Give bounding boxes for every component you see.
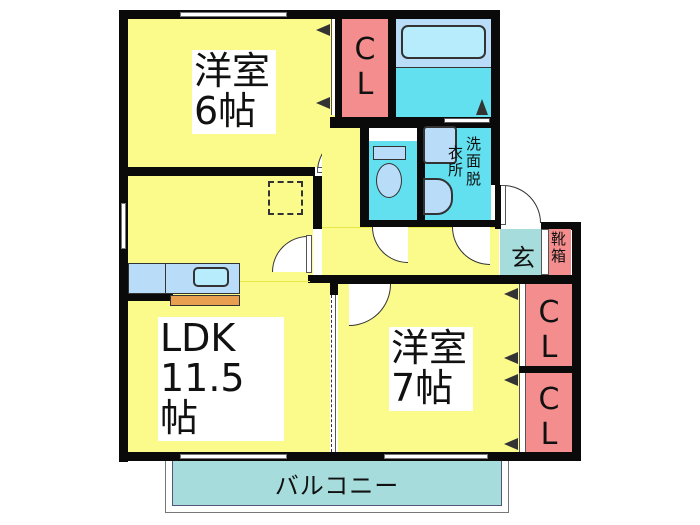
outer-wall-right-top [491, 10, 500, 185]
ldk-label: LDK 11.5帖 [158, 317, 284, 441]
hall-inner-wall [360, 128, 369, 226]
kitchen-counter-divider [165, 263, 166, 294]
door-ldk-leaf [306, 235, 312, 273]
shoe-box: 靴 箱 [549, 229, 571, 275]
window-room6 [180, 12, 287, 17]
toilet-right-wall [417, 128, 425, 226]
closet-arrow-icon [504, 438, 518, 450]
room7-size: 7帖 [391, 365, 454, 410]
hall-divider-line [322, 227, 499, 228]
wall-room7-top [336, 275, 572, 284]
sink-icon [193, 267, 229, 287]
balcony-label: バルコニー [274, 471, 400, 500]
ldk-hall-wall [308, 275, 353, 283]
room6-label: 洋室 6帖 [192, 50, 276, 134]
sliding-partition[interactable] [331, 295, 336, 452]
closet-arrow-icon [316, 24, 330, 36]
balcony: バルコニー [172, 461, 502, 506]
washing-machine-icon [423, 126, 457, 164]
washroom-label-col2: 洗 面 脱 [466, 135, 482, 188]
hall-left-wall [313, 176, 322, 229]
outer-wall-top [119, 10, 500, 19]
closet-top-wall [335, 10, 343, 128]
room7-name: 洋室 [391, 326, 468, 370]
room7-label: 洋室 7帖 [389, 327, 473, 411]
window-ldk-balcony [180, 454, 287, 459]
outer-wall-right-bottom [572, 222, 581, 461]
entry-top-wall [541, 222, 581, 230]
ldk-name: LDK [160, 316, 236, 360]
closet-top-bottom-wall [330, 117, 500, 128]
hatch-icon [268, 181, 303, 215]
bath-door-arrow-icon [476, 99, 488, 115]
closet-mid: C L [526, 284, 572, 366]
room6-name: 洋室 [194, 49, 271, 93]
bathtub-icon [401, 25, 486, 59]
entrance-left-wall [495, 185, 501, 229]
washroom-bottom-wall [360, 220, 500, 227]
entrance-step [541, 229, 549, 275]
washbasin-icon [423, 178, 453, 215]
closet-bottom: C L [526, 373, 572, 452]
kitchen-cabinet [170, 295, 240, 306]
washroom-label-col1: 衣 所 [448, 144, 464, 180]
closet-top-right-wall [388, 10, 396, 128]
wall-room6-ldk [128, 167, 315, 176]
window-room7-balcony [384, 454, 488, 459]
entrance [500, 229, 541, 275]
closet-arrow-icon [316, 97, 330, 109]
ldk-divider-line [240, 281, 310, 282]
front-door[interactable] [503, 185, 541, 223]
room6-size: 6帖 [194, 88, 257, 133]
kitchen-back-wall [128, 294, 173, 301]
closet-arrow-icon [504, 374, 518, 386]
partition-wall-top [330, 281, 338, 295]
closet-arrow-icon [504, 352, 518, 364]
bath-door [444, 118, 490, 123]
ldk-size: 11.5帖 [160, 355, 245, 440]
closet-arrow-icon [504, 288, 518, 300]
window-ldk-side [121, 203, 126, 249]
toilet-tank-icon [373, 146, 406, 160]
closet-top: C L [342, 19, 388, 117]
closet-divider-wall [519, 366, 572, 373]
outer-wall-bottom [119, 452, 580, 461]
toilet-bowl-icon [376, 163, 402, 198]
entrance-label: 玄 [511, 244, 535, 272]
